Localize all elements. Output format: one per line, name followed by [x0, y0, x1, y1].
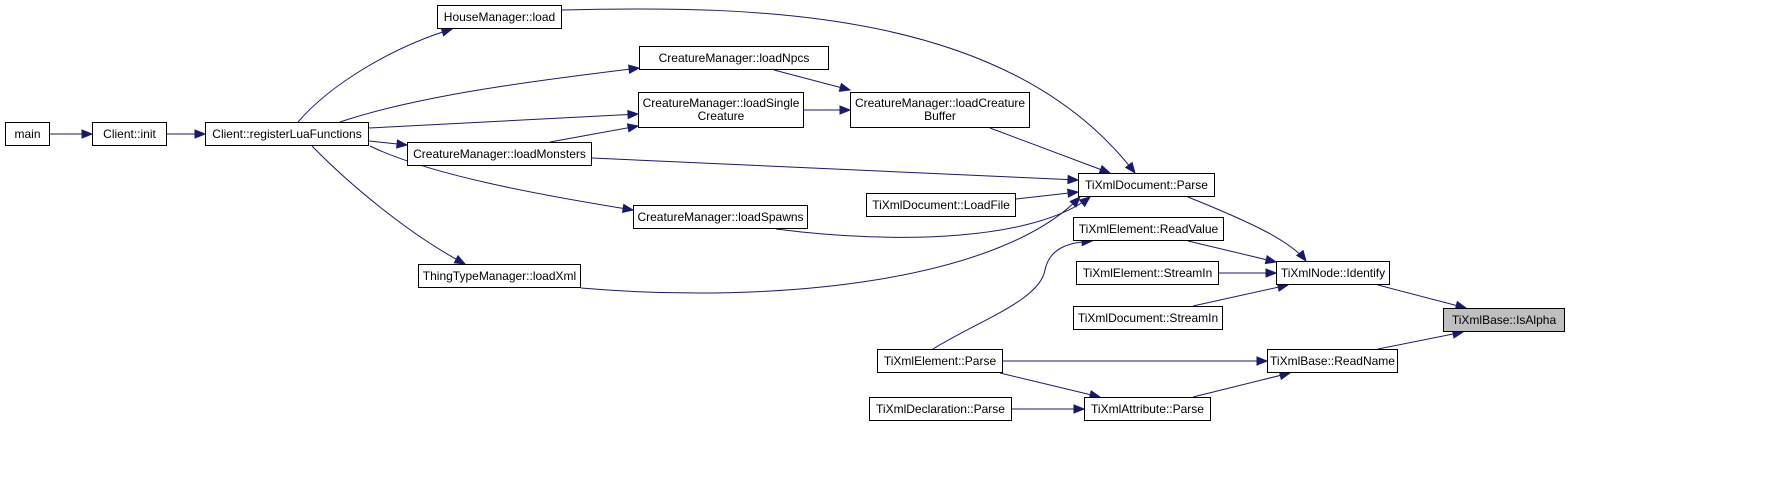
node-register-lua[interactable]: Client::registerLuaFunctions: [205, 122, 369, 146]
node-load-xml[interactable]: ThingTypeManager::loadXml: [418, 264, 581, 288]
node-base-isalpha: TiXmlBase::IsAlpha: [1443, 308, 1565, 332]
edge-arrowhead-elem_readvalue-to-node_identify: [1264, 254, 1278, 265]
node-elem-parse[interactable]: TiXmlElement::Parse: [877, 349, 1003, 373]
node-load-spawns[interactable]: CreatureManager::loadSpawns: [633, 205, 808, 229]
edge-load_monsters-to-doc_parse: [591, 157, 1079, 181]
edge-register_lua-to-load_npcs: [339, 67, 640, 123]
edge-arrowhead-register_lua-to-load_xml: [453, 254, 467, 265]
edge-arrowhead-main-to-client_init: [81, 129, 94, 139]
node-load-monsters[interactable]: CreatureManager::loadMonsters: [407, 142, 592, 166]
edge-arrowhead-load_single-to-load_buffer: [839, 105, 852, 115]
edge-arrowhead-elem_streamin-to-node_identify: [1265, 268, 1278, 278]
edge-load_spawns-to-doc_parse: [775, 196, 1091, 238]
edge-register_lua-to-house_load: [297, 28, 453, 123]
edge-arrowhead-elem_parse-to-base_readname: [1256, 356, 1269, 366]
edge-arrowhead-register_lua-to-load_npcs: [628, 64, 641, 74]
edge-node_identify-to-base_isalpha: [1377, 284, 1467, 309]
edge-doc_streamin-to-node_identify: [1192, 284, 1289, 307]
node-main[interactable]: main: [5, 122, 50, 146]
edge-arrowhead-load_monsters-to-doc_parse: [1067, 174, 1080, 185]
edge-arrowhead-doc_parse-to-node_identify: [1295, 249, 1307, 263]
edge-arrowhead-load_npcs-to-load_buffer: [838, 82, 852, 92]
node-house-load[interactable]: HouseManager::load: [437, 5, 562, 29]
node-decl-parse[interactable]: TiXmlDeclaration::Parse: [869, 397, 1012, 421]
edge-register_lua-to-load_single: [368, 113, 639, 129]
node-load-file[interactable]: TiXmlDocument::LoadFile: [866, 193, 1016, 217]
edge-arrowhead-house_load-to-doc_parse: [1124, 161, 1136, 175]
edge-load_buffer-to-doc_parse: [989, 127, 1111, 174]
node-load-npcs[interactable]: CreatureManager::loadNpcs: [639, 46, 829, 70]
edge-arrowhead-client_init-to-register_lua: [194, 129, 207, 139]
node-elem-streamin[interactable]: TiXmlElement::StreamIn: [1076, 261, 1219, 285]
edge-arrowhead-load_xml-to-doc_parse: [1069, 196, 1081, 208]
edge-arrowhead-register_lua-to-load_monsters: [396, 139, 409, 149]
node-attr-parse[interactable]: TiXmlAttribute::Parse: [1084, 397, 1211, 421]
edge-load_npcs-to-load_buffer: [773, 69, 851, 91]
node-base-readname[interactable]: TiXmlBase::ReadName: [1267, 349, 1398, 373]
edge-arrowhead-load_spawns-to-doc_parse: [1078, 196, 1092, 208]
edge-elem_readvalue-to-node_identify: [1187, 240, 1277, 263]
node-elem-readvalue[interactable]: TiXmlElement::ReadValue: [1073, 217, 1224, 241]
edge-arrowhead-load_monsters-to-load_single: [626, 123, 640, 133]
node-load-single[interactable]: CreatureManager::loadSingle Creature: [638, 92, 804, 128]
edge-load_monsters-to-load_single: [549, 125, 639, 143]
edge-arrowhead-decl_parse-to-attr_parse: [1073, 404, 1086, 414]
edge-arrowhead-register_lua-to-house_load: [440, 27, 454, 37]
edge-attr_parse-to-base_readname: [1192, 372, 1291, 398]
edge-load_xml-to-doc_parse: [580, 196, 1081, 294]
edge-arrowhead-register_lua-to-load_single: [627, 109, 640, 120]
node-doc-parse[interactable]: TiXmlDocument::Parse: [1078, 173, 1215, 197]
edge-arrowhead-register_lua-to-load_spawns: [621, 203, 635, 214]
node-client-init[interactable]: Client::init: [92, 122, 167, 146]
node-node-identify[interactable]: TiXmlNode::Identify: [1276, 261, 1390, 285]
node-load-buffer[interactable]: CreatureManager::loadCreature Buffer: [850, 92, 1030, 128]
edge-house_load-to-doc_parse: [561, 8, 1136, 174]
edge-register_lua-to-load_spawns: [369, 145, 634, 211]
edge-elem_parse-to-elem_readvalue: [932, 240, 1093, 350]
node-doc-streamin[interactable]: TiXmlDocument::StreamIn: [1073, 306, 1223, 330]
edge-register_lua-to-load_xml: [311, 145, 466, 265]
edge-arrowhead-load_file-to-doc_parse: [1067, 188, 1080, 198]
edge-elem_parse-to-attr_parse: [999, 372, 1101, 398]
edge-base_readname-to-base_isalpha: [1377, 331, 1464, 350]
